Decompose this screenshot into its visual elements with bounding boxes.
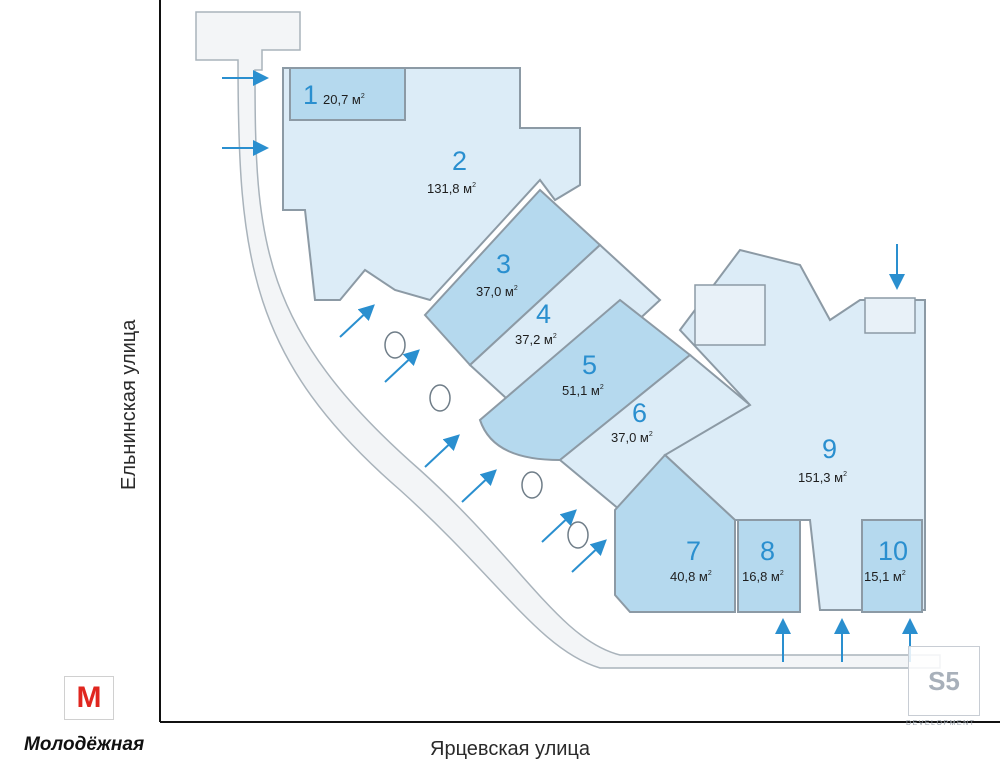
- room-8-shape: [737, 519, 801, 613]
- arrow-icon: [541, 509, 577, 543]
- room-2-area: 131,8 м2: [427, 181, 476, 196]
- room-8-number: 8: [760, 536, 775, 566]
- room-2-shape: [282, 67, 581, 302]
- room-4-area: 37,2 м2: [515, 332, 557, 347]
- room-7-shape: [614, 453, 736, 613]
- room-5-number: 5: [582, 350, 597, 380]
- room-6-area: 37,0 м2: [611, 430, 653, 445]
- street-label-left: Ельнинская улица: [118, 319, 140, 490]
- arrow-icon: [461, 469, 497, 503]
- room-5-area: 51,1 м2: [562, 383, 604, 398]
- facade-columns: [384, 331, 589, 549]
- metro-icon: М: [64, 676, 114, 720]
- room-6-number: 6: [632, 398, 647, 428]
- room-7-area: 40,8 м2: [670, 569, 712, 584]
- room-1-number: 1: [303, 80, 318, 110]
- room-1-area: 20,7 м2: [323, 92, 365, 107]
- room-4-number: 4: [536, 299, 551, 329]
- metro-letter: М: [76, 681, 102, 714]
- room-3-area: 37,0 м2: [476, 284, 518, 299]
- room-10-number: 10: [878, 536, 908, 566]
- arrow-icon: [339, 304, 375, 338]
- developer-logo: S5: [908, 646, 980, 716]
- logo-subtitle: DEVELOPMENT: [906, 720, 976, 727]
- metro-station-name: Молодёжная: [24, 734, 145, 755]
- room-10-area: 15,1 м2: [864, 569, 906, 584]
- building-sidewalk: [195, 11, 941, 669]
- logo-mark: S5: [928, 665, 960, 696]
- room-10-shape: [861, 519, 923, 613]
- room-7-number: 7: [686, 536, 701, 566]
- vestibule: [864, 297, 916, 334]
- room-9-number: 9: [822, 434, 837, 464]
- room-2-number: 2: [452, 146, 467, 176]
- arrow-icon: [424, 434, 460, 468]
- stair-core: [694, 284, 766, 346]
- entrance-arrows: [222, 70, 918, 662]
- room-1-shape: [289, 67, 406, 121]
- room-3-number: 3: [496, 249, 511, 279]
- arrow-icon: [384, 349, 420, 383]
- room-9-area: 151,3 м2: [798, 470, 847, 485]
- arrow-icon: [571, 539, 607, 573]
- room-8-area: 16,8 м2: [742, 569, 784, 584]
